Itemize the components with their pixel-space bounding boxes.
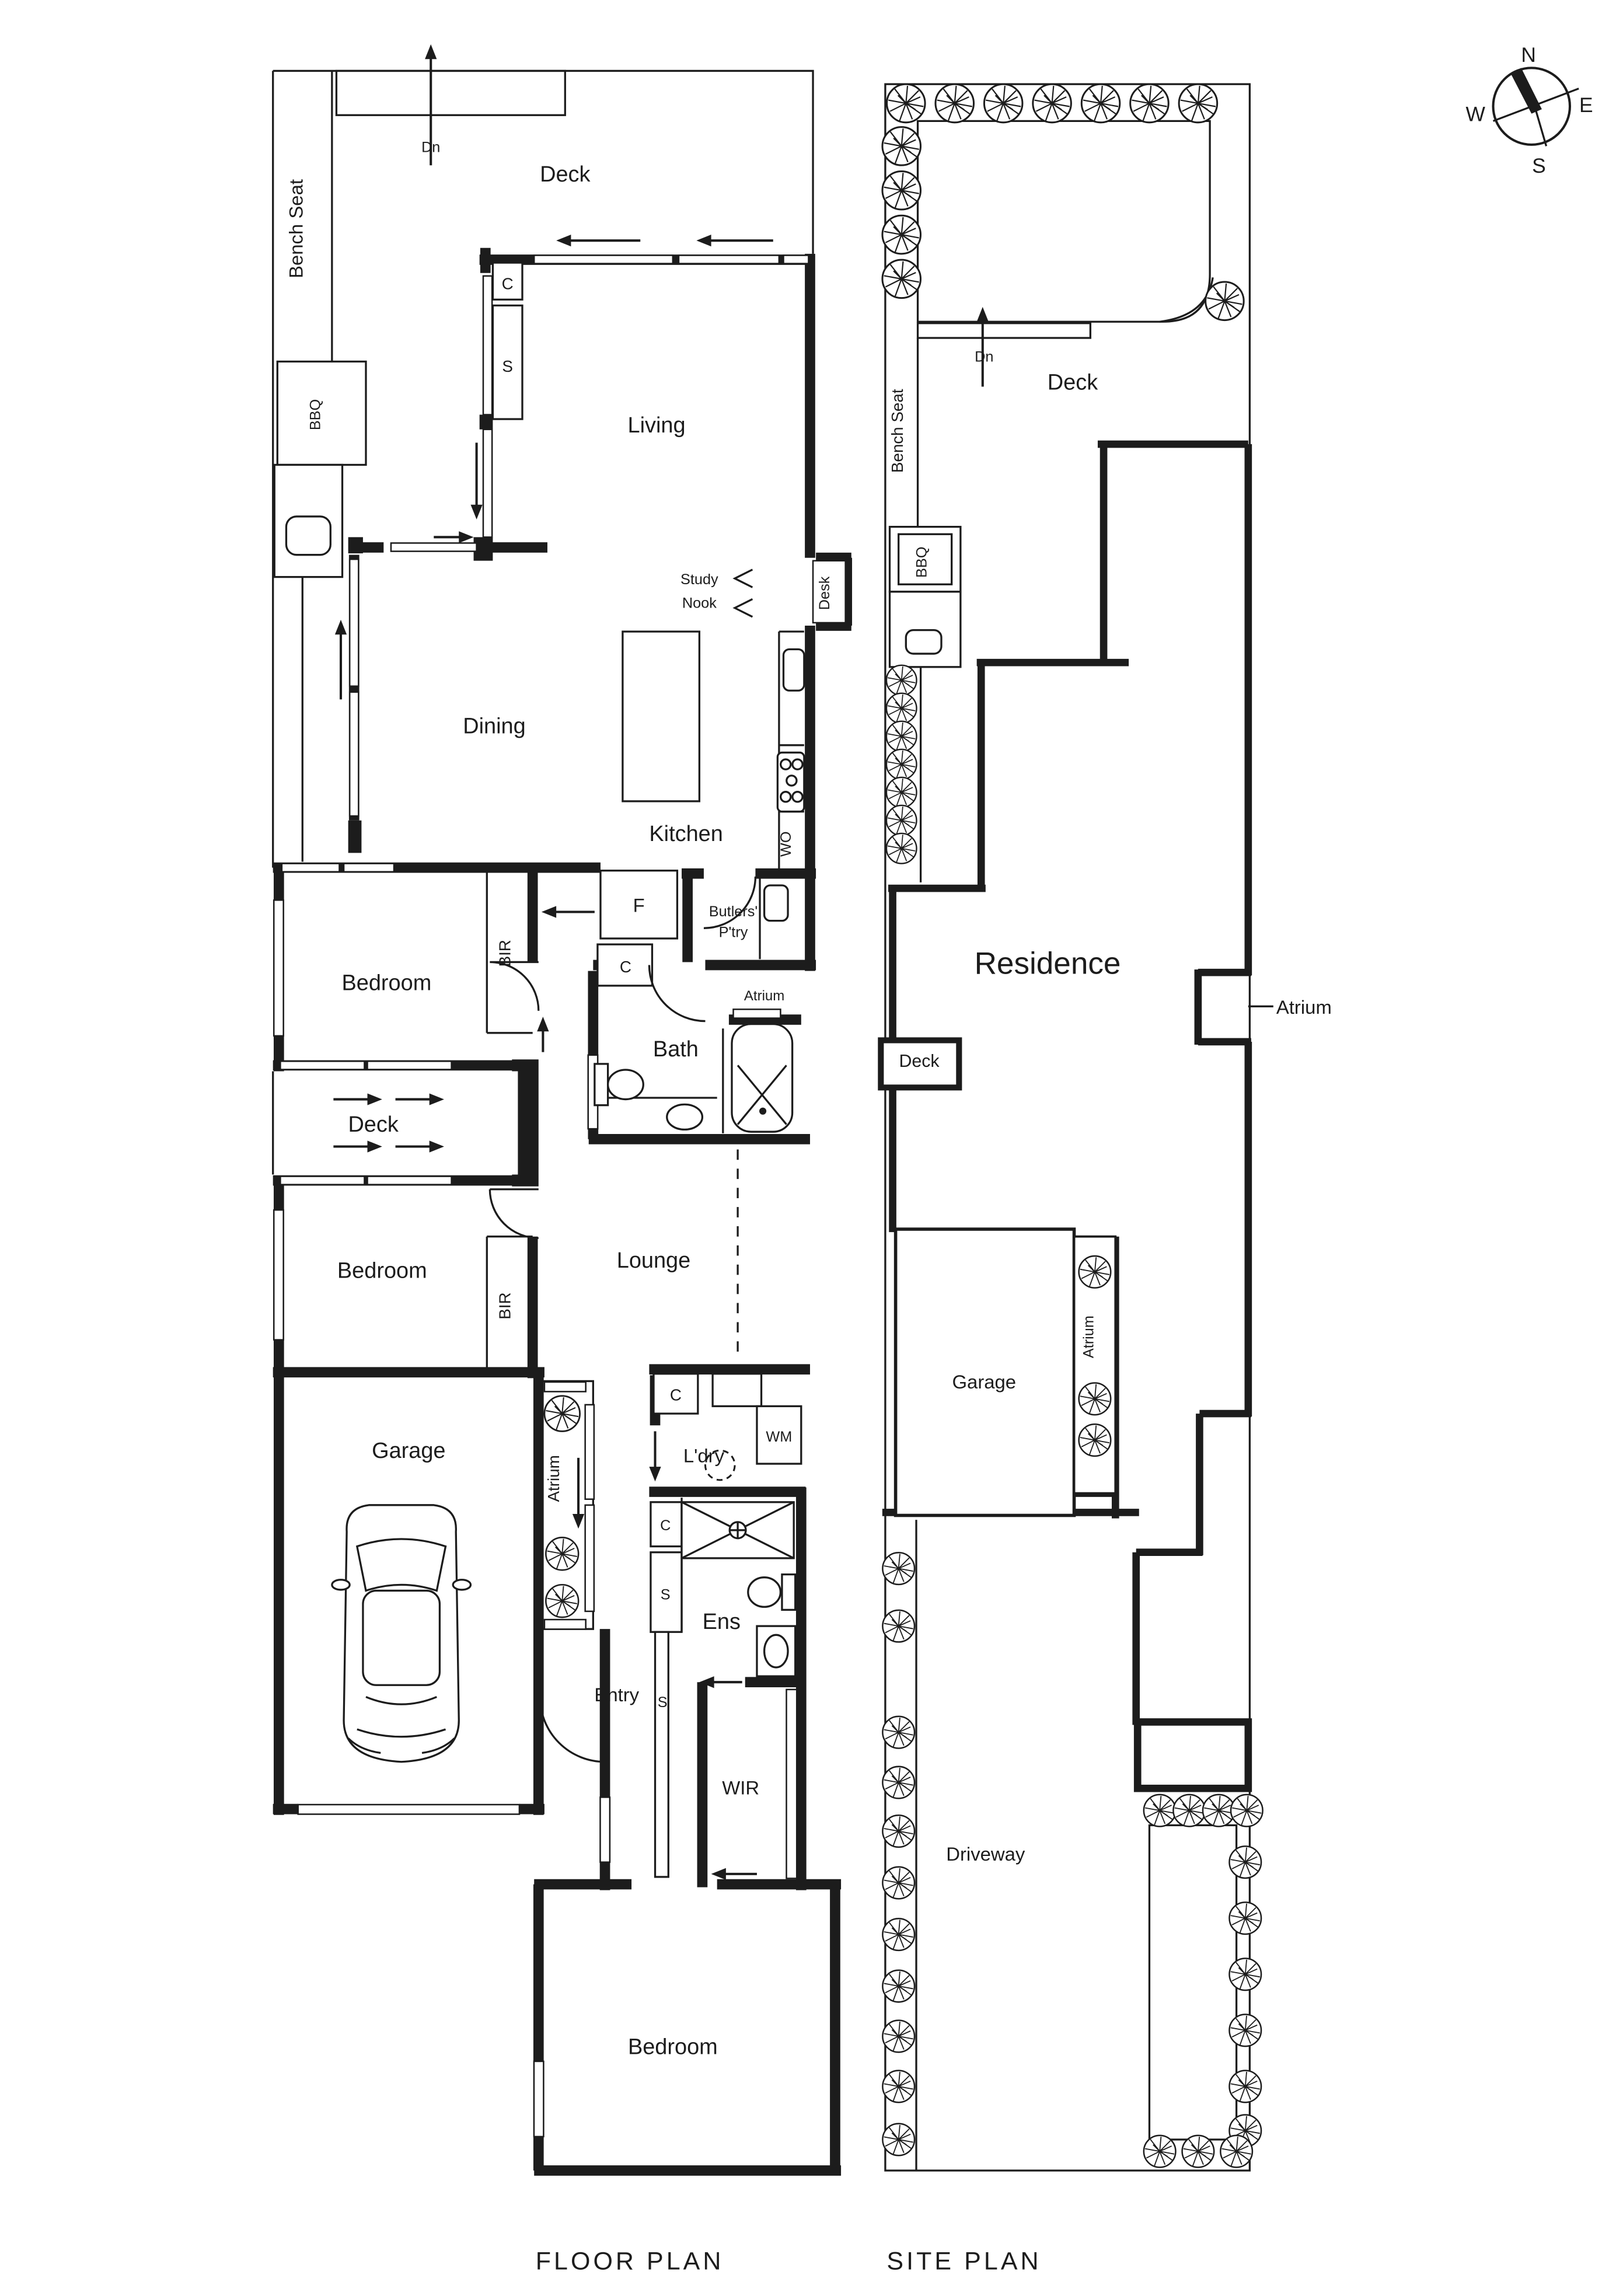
rear-garden-bed: [916, 120, 1211, 323]
site-plan-labels: Dn Deck Bench Seat BBQ Residence Atrium …: [886, 348, 1331, 2275]
compass-needle: [1510, 68, 1542, 114]
garden-curve: [1159, 277, 1214, 323]
bath-fixtures: [594, 1023, 794, 1133]
tree-icon: [545, 1537, 580, 1571]
label-lounge: Lounge: [617, 1248, 691, 1273]
study-nook-arrows: [732, 568, 753, 618]
label-garage: Garage: [372, 1439, 445, 1463]
compass-e: E: [1579, 94, 1593, 117]
compass-w: W: [1465, 103, 1485, 125]
label-atrium-court: Atrium: [744, 988, 784, 1004]
label-shelves-wir: S: [658, 1694, 668, 1711]
label-dn: Dn: [421, 139, 440, 155]
site-garage-box: [893, 1227, 1076, 1517]
walls: [273, 247, 853, 2176]
windows: [273, 254, 846, 2138]
label-shelves-living: S: [502, 357, 513, 375]
deck-step: [916, 322, 1091, 339]
label-cupboard-laundry: C: [670, 1386, 682, 1404]
floor-plan: Dn Deck Bench Seat BBQ C S Living Study …: [272, 44, 853, 2275]
label-entry: Entry: [594, 1684, 639, 1705]
site-trees: [881, 83, 1264, 2168]
site-bbq-inner: [898, 533, 953, 585]
compass-n: N: [1521, 44, 1536, 67]
label-atrium-strip: Atrium: [545, 1455, 563, 1502]
site-boundary: [884, 83, 1251, 2172]
label-cupboard-kitchen: C: [620, 958, 631, 976]
direction-arrows: [333, 44, 773, 1880]
label-deck-top: Deck: [540, 162, 591, 187]
label-bir-1: BIR: [496, 940, 514, 966]
label-dining: Dining: [463, 714, 525, 739]
planting-strip-lines: [915, 338, 922, 2171]
site-label-garage: Garage: [952, 1371, 1016, 1393]
label-bedroom-3: Bedroom: [628, 2035, 718, 2059]
site-label-bench-seat: Bench Seat: [888, 389, 906, 473]
floor-waste-icon: [704, 1449, 736, 1481]
sink-icon: [285, 515, 331, 556]
pantry-sink-icon: [763, 884, 789, 922]
site-plan: Dn Deck Bench Seat BBQ Residence Atrium …: [878, 83, 1332, 2275]
bbq-bench: [276, 360, 367, 466]
label-kitchen: Kitchen: [649, 822, 723, 846]
site-label-atrium-east: Atrium: [1276, 996, 1332, 1018]
label-butlers-1: Butlers': [709, 903, 758, 920]
site-label-dn: Dn: [975, 348, 993, 365]
label-cupboard-hall: C: [660, 1517, 671, 1534]
compass-s: S: [1532, 155, 1546, 177]
label-bbq: BBQ: [308, 399, 324, 430]
site-label-bbq: BBQ: [914, 547, 930, 578]
site-label-driveway: Driveway: [946, 1843, 1025, 1865]
label-deck-middle: Deck: [348, 1112, 399, 1137]
kitchen-sink-icon: [782, 648, 805, 692]
deck-boundary: [272, 69, 814, 1630]
site-arrows: [976, 306, 989, 387]
label-cupboard-living: C: [502, 275, 514, 293]
label-butlers-2: P'try: [719, 924, 748, 940]
label-bedroom-2: Bedroom: [337, 1258, 427, 1283]
label-desk: Desk: [816, 576, 833, 610]
south-garden-bed: [1148, 1824, 1238, 2141]
label-bench-seat: Bench Seat: [285, 179, 306, 278]
site-sink-icon: [905, 629, 943, 655]
ensuite-fixtures: [680, 1501, 797, 1677]
label-fridge: F: [633, 894, 645, 916]
floor-plan-labels: Dn Deck Bench Seat BBQ C S Living Study …: [285, 139, 833, 2275]
label-laundry: L'dry: [683, 1445, 725, 1467]
site-plan-title: SITE PLAN: [886, 2247, 1041, 2275]
label-nook: Nook: [682, 595, 717, 612]
site-label-residence: Residence: [975, 947, 1121, 981]
site-label-deck-side: Deck: [899, 1052, 940, 1071]
door-arcs: [488, 876, 757, 1763]
floor-plan-title: FLOOR PLAN: [536, 2247, 724, 2275]
kitchen-island: [622, 630, 701, 802]
storage-boxes: [491, 261, 802, 1878]
car-icon: [331, 1504, 472, 1763]
compass-rose: N E W S: [1465, 44, 1593, 177]
tree-icon: [545, 1583, 580, 1618]
wall-posts: [348, 414, 539, 1187]
stair-strip: [335, 69, 566, 116]
label-bir-2: BIR: [496, 1292, 514, 1319]
label-wo: WO: [778, 831, 794, 857]
site-label-atrium-strip: Atrium: [1080, 1316, 1097, 1358]
label-bedroom-1: Bedroom: [341, 971, 431, 995]
rear-store-block: [1133, 1718, 1252, 1792]
tree-icon: [543, 1395, 581, 1432]
site-deck-box: [878, 1037, 962, 1091]
label-shelves-hall: S: [661, 1587, 671, 1603]
label-wir: WIR: [722, 1777, 759, 1798]
label-study: Study: [680, 571, 718, 588]
label-ensuite: Ens: [703, 1610, 741, 1634]
label-bath: Bath: [653, 1037, 699, 1062]
cooktop-icon: [776, 751, 805, 813]
label-wm: WM: [766, 1429, 792, 1445]
label-living: Living: [628, 413, 686, 438]
site-label-deck-rear: Deck: [1048, 371, 1098, 395]
